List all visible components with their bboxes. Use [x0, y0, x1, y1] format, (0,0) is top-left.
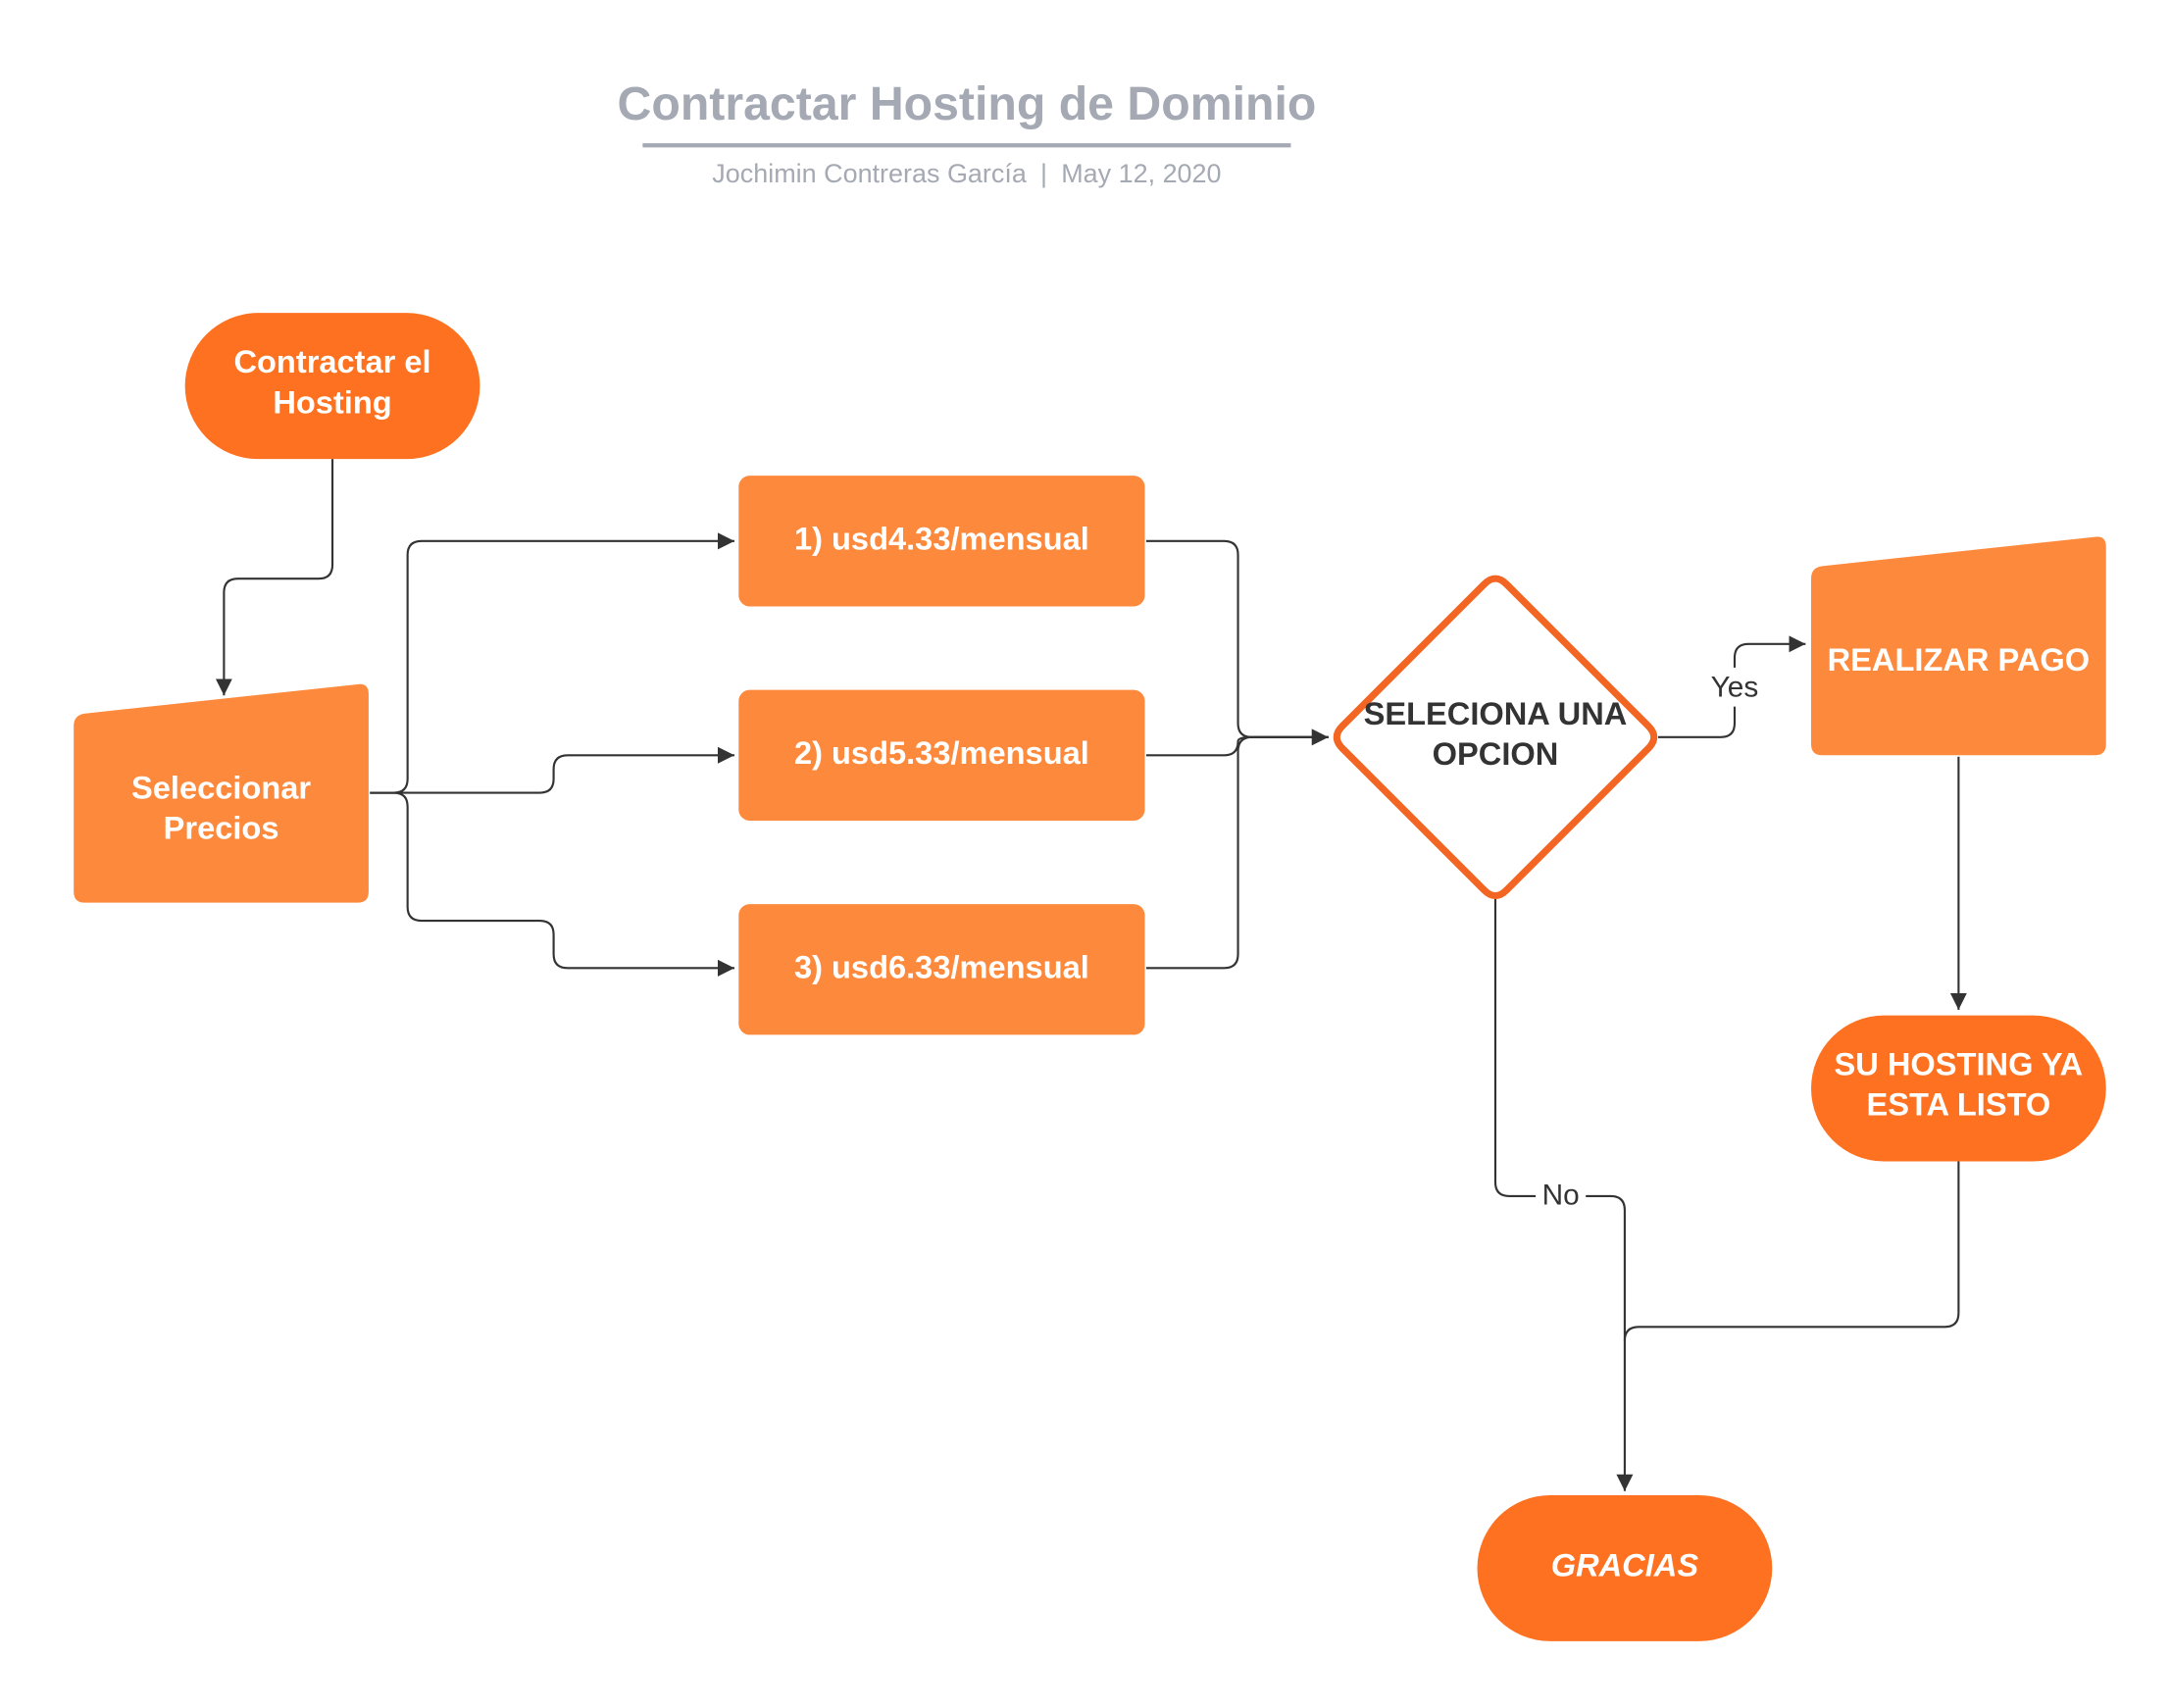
start-terminal-line1: Contractar el — [233, 343, 430, 379]
decision-line2: OPCION — [1433, 735, 1559, 772]
yes-label-bg — [1705, 667, 1764, 707]
edge-select-to-option3 — [370, 791, 735, 977]
ready-terminal — [1811, 1015, 2106, 1162]
ready-line2: ESTA LISTO — [1866, 1086, 2050, 1123]
no-label: No — [1542, 1179, 1580, 1211]
edge-start-to-select — [215, 459, 334, 696]
option3-label: 3) usd6.33/mensual — [794, 948, 1089, 984]
decision-line1: SELECIONA UNA — [1364, 695, 1628, 731]
author: Jochimin Contreras García — [712, 160, 1027, 189]
select-prices-line2: Precios — [164, 809, 279, 845]
end-label: GRACIAS — [1551, 1546, 1699, 1582]
payment-label: REALIZAR PAGO — [1828, 641, 2091, 678]
date: May 12, 2020 — [1061, 160, 1222, 189]
decision-diamond — [1333, 575, 1658, 900]
option1-label: 1) usd4.33/mensual — [794, 520, 1089, 556]
select-prices-line1: Seleccionar — [131, 769, 311, 805]
diagram-subtitle: Jochimin Contreras García | May 12, 2020 — [612, 160, 1321, 190]
edge-ready-to-end — [1623, 1161, 1960, 1341]
option1-process — [738, 476, 1145, 607]
ready-line1: SU HOSTING YA — [1835, 1046, 2084, 1082]
subtitle-separator: | — [1040, 160, 1048, 189]
edge-option3-to-decision — [1145, 735, 1329, 970]
option2-process — [738, 689, 1145, 821]
start-terminal — [184, 313, 480, 460]
diagram-title: Contractar Hosting de Dominio — [617, 77, 1317, 131]
end-terminal — [1477, 1494, 1773, 1641]
no-label-bg — [1536, 1177, 1587, 1214]
edge-option1-to-decision — [1145, 539, 1329, 746]
option3-process — [738, 904, 1145, 1035]
title-underline — [642, 143, 1291, 148]
start-terminal-line2: Hosting — [273, 383, 391, 420]
yes-label: Yes — [1711, 672, 1759, 704]
option2-label: 2) usd5.33/mensual — [794, 734, 1089, 771]
select-prices-input-node — [74, 683, 369, 903]
edge-select-to-option2 — [370, 746, 735, 794]
payment-input-node — [1811, 536, 2106, 756]
